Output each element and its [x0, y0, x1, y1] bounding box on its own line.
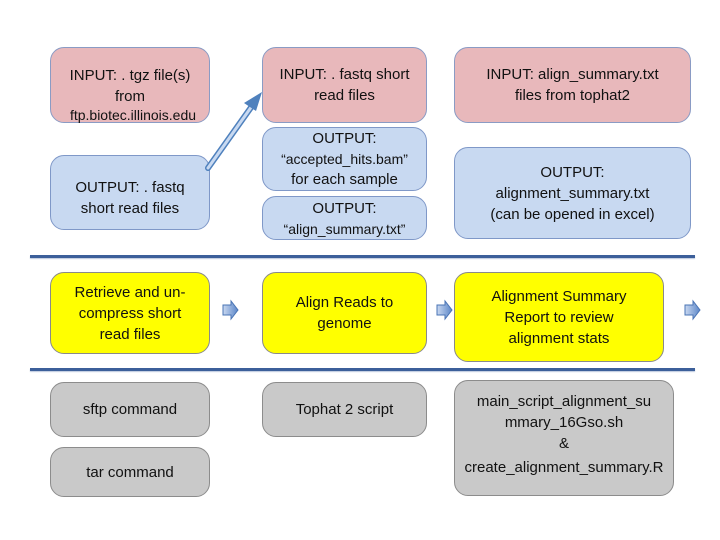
step-summary-line2: Report to review	[504, 308, 614, 326]
step-summary-box: Alignment Summary Report to review align…	[454, 272, 664, 362]
command-script-line4: create_alignment_summary.R	[464, 459, 664, 476]
command-sftp-label: sftp command	[82, 401, 178, 418]
output-align-summary-txt-line2: “align_summary.txt”	[283, 220, 406, 237]
input-tgz-line2: from	[115, 88, 145, 105]
step-retrieve-box: Retrieve and un- compress short read fil…	[50, 272, 210, 354]
output-alignment-summary-line3: (can be opened in excel)	[490, 205, 655, 223]
command-script-line3: &	[558, 435, 569, 452]
input-align-summary-line2: files from tophat2	[514, 87, 631, 104]
output-fastq-box: OUTPUT: . fastq short read files	[50, 155, 210, 230]
input-tgz-source: ftp.biotec.illinois.edu	[69, 107, 197, 123]
command-tar-label: tar command	[86, 463, 174, 481]
divider-bottom	[30, 368, 695, 371]
input-fastq-line2: read files	[314, 87, 375, 104]
divider-top	[30, 255, 695, 258]
step-align-box: Align Reads to genome	[262, 272, 427, 354]
step-align-line2: genome	[317, 315, 372, 332]
connector-arrow	[205, 92, 262, 171]
input-tgz-line1: INPUT: . tgz file(s)	[69, 67, 191, 84]
output-fastq-line1: OUTPUT: . fastq	[75, 178, 185, 196]
output-alignment-summary-line1: OUTPUT:	[540, 163, 605, 181]
output-align-summary-txt-line1: OUTPUT:	[312, 199, 377, 217]
output-accepted-hits-line3: for each sample	[291, 171, 398, 188]
step-summary-line1: Alignment Summary	[491, 287, 627, 305]
step-summary-line3: alignment stats	[508, 329, 610, 347]
output-alignment-summary-box: OUTPUT: alignment_summary.txt (can be op…	[454, 147, 691, 239]
output-accepted-hits-line2: “accepted_hits.bam”	[281, 151, 408, 167]
output-fastq-line2: short read files	[80, 199, 180, 217]
flow-arrow-icon	[436, 299, 453, 321]
input-align-summary-box: INPUT: align_summary.txt files from toph…	[454, 47, 691, 123]
output-align-summary-txt-box: OUTPUT: “align_summary.txt”	[262, 196, 427, 240]
flow-arrow-icon	[222, 299, 239, 321]
output-accepted-hits-box: OUTPUT: “accepted_hits.bam” for each sam…	[262, 127, 427, 191]
command-script-line2: mmary_16Gso.sh	[504, 414, 624, 431]
command-sftp-box: sftp command	[50, 382, 210, 437]
input-align-summary-line1: INPUT: align_summary.txt	[486, 66, 659, 83]
command-tar-box: tar command	[50, 447, 210, 497]
step-retrieve-line2: compress short	[78, 304, 182, 322]
command-script-line1: main_script_alignment_su	[476, 393, 652, 410]
input-tgz-box: INPUT: . tgz file(s) from	[50, 47, 210, 123]
flow-arrow-icon	[684, 299, 701, 321]
input-fastq-line1: INPUT: . fastq short	[279, 66, 410, 83]
command-script-box: main_script_alignment_su mmary_16Gso.sh …	[454, 380, 674, 496]
output-accepted-hits-line1: OUTPUT:	[312, 130, 377, 147]
step-retrieve-line1: Retrieve and un-	[74, 283, 186, 301]
output-alignment-summary-line2: alignment_summary.txt	[495, 184, 650, 202]
command-tophat-label: Tophat 2 script	[295, 401, 394, 418]
input-fastq-box: INPUT: . fastq short read files	[262, 47, 427, 123]
step-retrieve-line3: read files	[99, 325, 161, 343]
step-align-line1: Align Reads to	[295, 294, 394, 311]
command-tophat-box: Tophat 2 script	[262, 382, 427, 437]
